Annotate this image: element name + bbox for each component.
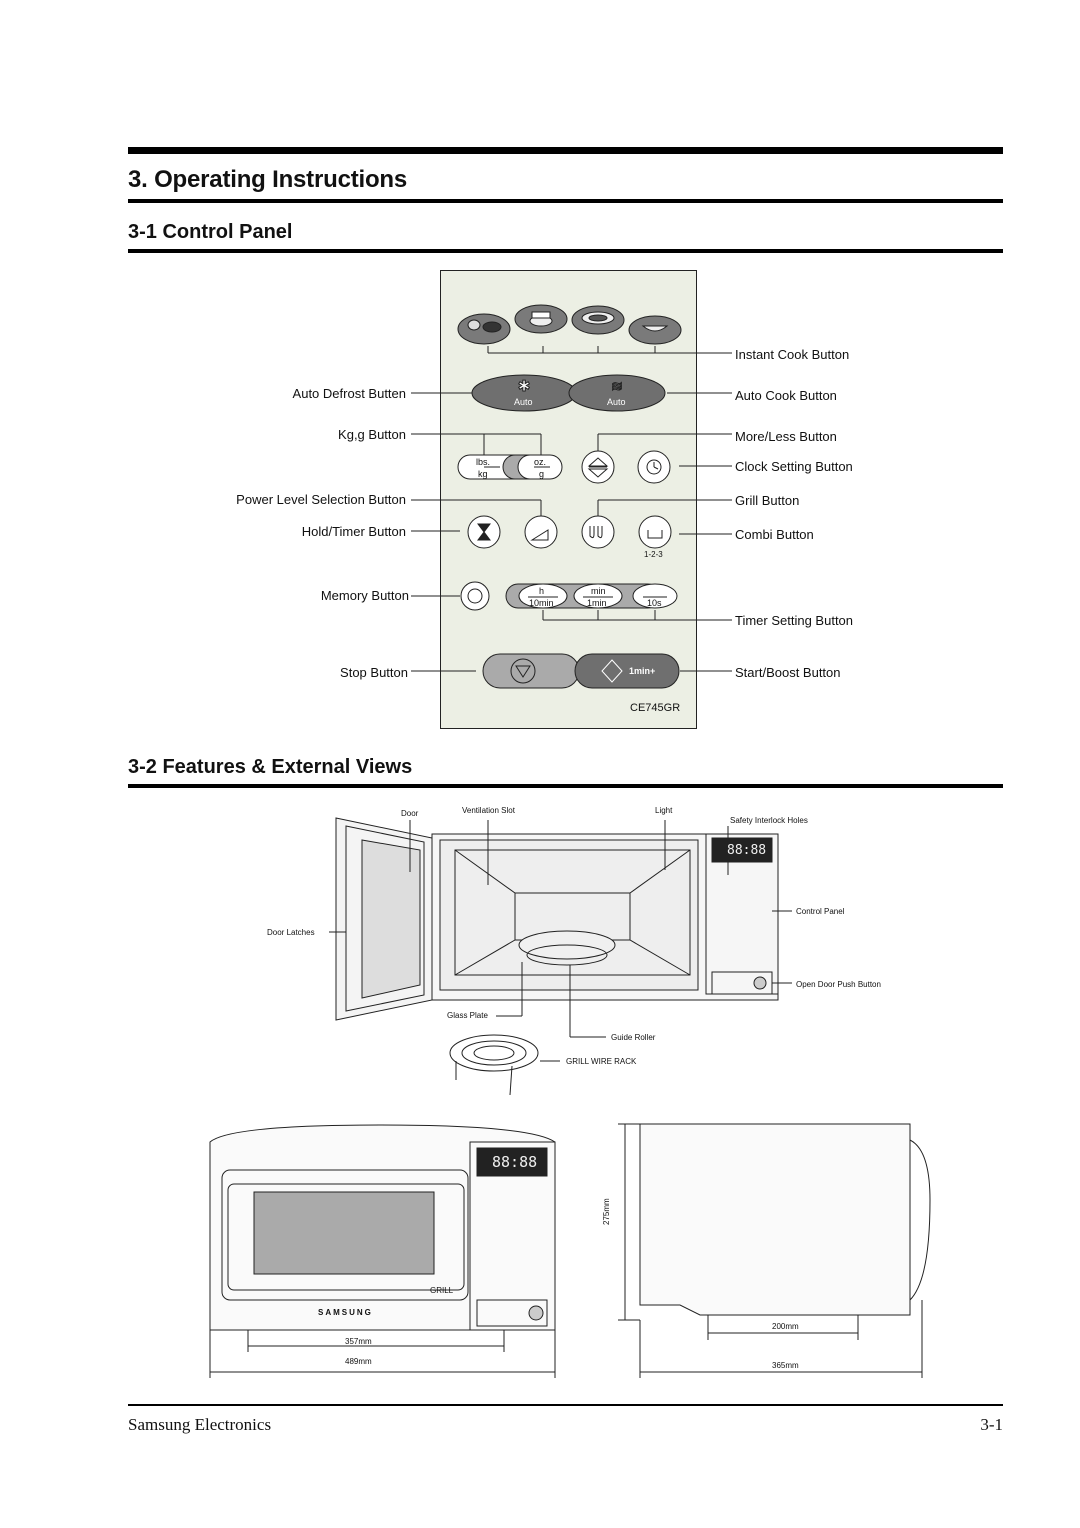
oven-display-readout: 88:88 bbox=[727, 843, 767, 858]
boost-label: 1min+ bbox=[629, 666, 656, 676]
min-label: min bbox=[591, 586, 606, 596]
label-control-panel: Control Panel bbox=[796, 907, 845, 916]
callout-hold-timer: Hold/Timer Button bbox=[301, 524, 406, 539]
callout-auto-cook: Auto Cook Button bbox=[735, 388, 837, 403]
grill-label: GRILL bbox=[430, 1286, 454, 1295]
label-open-door-push-button: Open Door Push Button bbox=[796, 980, 881, 989]
callout-memory: Memory Button bbox=[320, 588, 409, 603]
dim-275: 275mm bbox=[602, 1198, 611, 1225]
label-safety-interlock: Safety Interlock Holes bbox=[730, 816, 808, 825]
brand-logo: SAMSUNG bbox=[318, 1308, 373, 1317]
callout-combi: Combi Button bbox=[735, 527, 814, 542]
dim-489: 489mm bbox=[345, 1357, 372, 1366]
label-door: Door bbox=[401, 809, 419, 818]
dim-365: 365mm bbox=[772, 1361, 799, 1370]
dim-200: 200mm bbox=[772, 1322, 799, 1331]
combi-sequence: 1-2-3 bbox=[644, 550, 663, 559]
callout-clock: Clock Setting Button bbox=[735, 459, 853, 474]
callout-start-boost: Start/Boost Button bbox=[735, 665, 841, 680]
auto-label-defrost: Auto bbox=[514, 397, 533, 407]
page-title: 3. Operating Instructions bbox=[128, 166, 408, 193]
oz-label: oz. bbox=[534, 457, 547, 467]
callout-timer-setting: Timer Setting Button bbox=[735, 613, 854, 628]
title-underline bbox=[128, 199, 1003, 203]
callout-auto-defrost: Auto Defrost Butten bbox=[292, 386, 406, 401]
callout-kg-g: Kg,g Button bbox=[338, 427, 406, 442]
instant-cook-buttons bbox=[457, 304, 682, 345]
section-underline bbox=[128, 249, 1003, 253]
callout-power-level: Power Level Selection Button bbox=[236, 492, 406, 507]
footer-rule bbox=[128, 1404, 1003, 1406]
label-light: Light bbox=[655, 806, 673, 815]
top-thick-rule bbox=[128, 147, 1003, 154]
footer-page-number: 3-1 bbox=[980, 1415, 1003, 1434]
svg-text:≋: ≋ bbox=[611, 379, 623, 395]
label-glass-plate: Glass Plate bbox=[447, 1011, 488, 1020]
label-grill-wire-rack: GRILL WIRE RACK bbox=[566, 1057, 637, 1066]
dim-357: 357mm bbox=[345, 1337, 372, 1346]
label-ventilation-slot: Ventilation Slot bbox=[462, 806, 515, 815]
model-number: CE745GR bbox=[630, 702, 681, 714]
callout-more-less: More/Less Button bbox=[735, 429, 837, 444]
kg-label: kg bbox=[478, 469, 488, 479]
svg-text:✱: ✱ bbox=[518, 377, 531, 395]
footer-company: Samsung Electronics bbox=[128, 1415, 272, 1434]
hour-label: h bbox=[539, 586, 545, 596]
auto-cook-button: ≋ bbox=[568, 374, 666, 412]
ten-min-label: 10min bbox=[529, 598, 554, 608]
features-underline bbox=[128, 784, 1003, 788]
ten-sec-label: 10s bbox=[647, 598, 662, 608]
section-heading-control-panel: 3-1 Control Panel bbox=[128, 221, 293, 243]
one-min-label: 1min bbox=[587, 598, 607, 608]
g-label: g bbox=[539, 469, 545, 479]
callout-grill: Grill Button bbox=[735, 493, 800, 508]
lbs-label: lbs. bbox=[476, 457, 491, 467]
callout-stop: Stop Button bbox=[340, 665, 408, 680]
auto-label-cook: Auto bbox=[607, 397, 626, 407]
label-door-latches: Door Latches bbox=[267, 928, 315, 937]
section-heading-features: 3-2 Features & External Views bbox=[128, 756, 413, 778]
label-guide-roller: Guide Roller bbox=[611, 1033, 656, 1042]
callout-instant-cook: Instant Cook Button bbox=[735, 347, 850, 362]
front-display-readout: 88:88 bbox=[492, 1153, 538, 1171]
